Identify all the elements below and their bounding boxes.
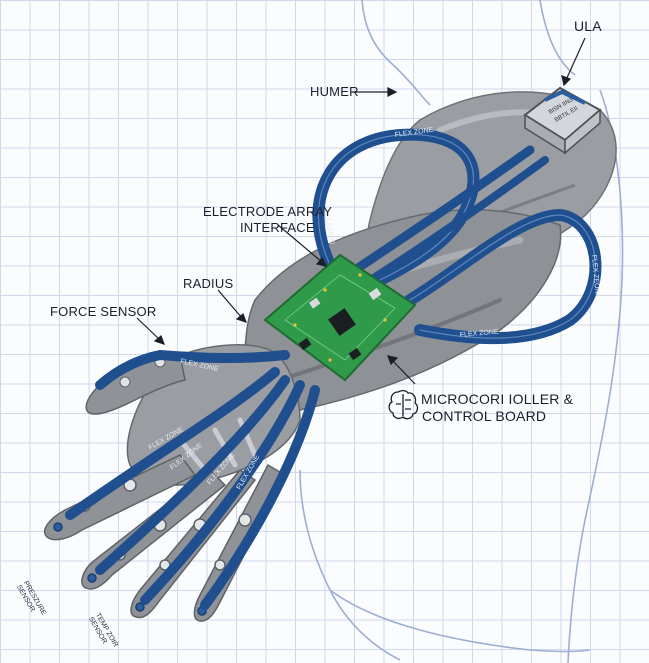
label-arrows <box>136 37 586 385</box>
flex-cable-finger3 <box>140 380 305 605</box>
flex-cable-to-module <box>335 145 535 285</box>
flex-cables <box>65 128 602 610</box>
label-microcontroller-line1: MICROCORI IOLLER & <box>421 391 574 407</box>
cable-label-flex-right-loop: FLEX ZEON <box>590 255 600 294</box>
label-microcontroller-line2: CONTROL BOARD <box>422 408 547 424</box>
label-electrode-array-line1: ELECTRODE ARRAY <box>203 204 333 219</box>
flex-cable-finger1 <box>65 367 280 520</box>
label-electrode-array-line2: INTERFACE <box>240 220 315 235</box>
control-board <box>263 253 417 382</box>
flex-cable-thumb <box>95 349 290 390</box>
body-outline <box>299 0 624 663</box>
ula-module: BISN IIN3 BBTIL EII <box>523 86 602 155</box>
label-force-sensor: FORCE SENSOR <box>50 304 157 319</box>
label-radius: RADIUS <box>183 276 234 291</box>
flex-cable-finger4 <box>200 385 320 610</box>
flex-cable-finger2 <box>95 375 290 575</box>
label-humer: HUMER <box>310 84 359 99</box>
cable-label-flex-right-bottom: FLEX ZONE <box>460 329 500 339</box>
brain-icon <box>388 389 419 420</box>
label-ula: ULA <box>574 18 602 34</box>
